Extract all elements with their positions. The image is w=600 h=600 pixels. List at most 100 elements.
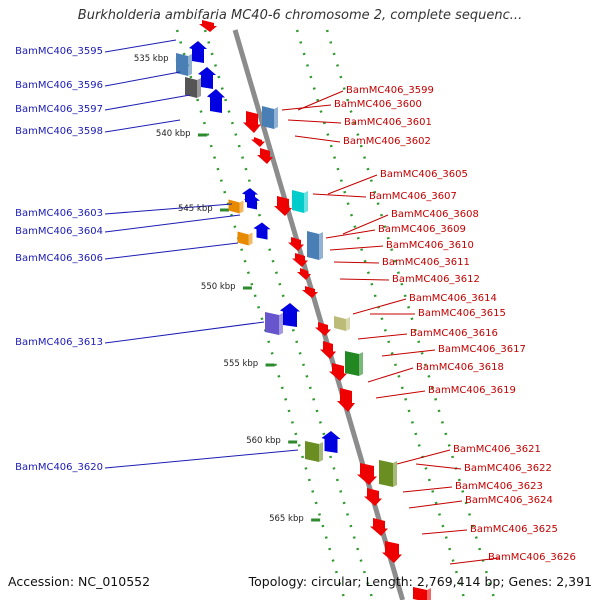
kbp-label: 560 kbp bbox=[246, 436, 281, 446]
gene-label-right[interactable]: BamMC406_3617 bbox=[438, 344, 526, 355]
gene-glyph-right bbox=[379, 460, 397, 487]
gene-label-right[interactable]: BamMC406_3615 bbox=[418, 308, 506, 319]
gene-label-left[interactable]: BamMC406_3613 bbox=[15, 337, 103, 348]
leader-line-left bbox=[104, 242, 239, 260]
gene-label-right[interactable]: BamMC406_3607 bbox=[369, 191, 457, 202]
gene-label-left[interactable]: BamMC406_3603 bbox=[15, 208, 103, 219]
gene-glyph-left bbox=[228, 199, 244, 214]
gene-label-right[interactable]: BamMC406_3622 bbox=[464, 463, 552, 474]
gene-glyph-left bbox=[176, 53, 192, 76]
gene-glyph-right bbox=[370, 518, 388, 536]
gene-label-left[interactable]: BamMC406_3597 bbox=[15, 104, 103, 115]
kbp-label: 555 kbp bbox=[223, 359, 259, 369]
leader-line-left bbox=[104, 39, 177, 53]
gene-glyph-right bbox=[257, 148, 273, 164]
gene-label-right[interactable]: BamMC406_3625 bbox=[470, 524, 558, 535]
leader-line-right bbox=[415, 463, 462, 470]
gene-glyph-right bbox=[329, 363, 347, 381]
leader-line-left bbox=[104, 71, 181, 87]
gene-glyph-right bbox=[315, 322, 331, 336]
gene-glyph-left bbox=[321, 431, 341, 453]
gene-label-right[interactable]: BamMC406_3599 bbox=[346, 85, 434, 96]
leader-line-right bbox=[375, 390, 426, 399]
gene-label-right[interactable]: BamMC406_3600 bbox=[334, 99, 422, 110]
gene-glyph-right bbox=[262, 106, 278, 129]
leader-line-left bbox=[104, 449, 299, 469]
gene-label-left[interactable]: BamMC406_3595 bbox=[15, 46, 103, 57]
gene-glyph-right bbox=[320, 341, 336, 359]
leader-line-right bbox=[325, 229, 376, 239]
gene-label-left[interactable]: BamMC406_3620 bbox=[15, 462, 103, 473]
gene-glyph-left bbox=[185, 77, 201, 98]
gene-label-right[interactable]: BamMC406_3608 bbox=[391, 209, 479, 220]
gene-glyph-right bbox=[364, 488, 382, 506]
gene-glyph-left bbox=[305, 441, 323, 462]
gene-label-right[interactable]: BamMC406_3605 bbox=[380, 169, 468, 180]
leader-line-right bbox=[339, 278, 390, 281]
gene-glyph-right bbox=[251, 137, 265, 147]
gene-glyph-left bbox=[265, 312, 283, 335]
leader-line-right bbox=[357, 333, 408, 340]
gene-label-right[interactable]: BamMC406_3626 bbox=[488, 552, 576, 563]
gene-label-right[interactable]: BamMC406_3612 bbox=[392, 274, 480, 285]
leader-line-right bbox=[329, 245, 384, 251]
kbp-label: 565 kbp bbox=[269, 514, 304, 524]
leader-line-right bbox=[297, 90, 344, 111]
gene-label-right[interactable]: BamMC406_3601 bbox=[344, 117, 432, 128]
gene-glyph-right bbox=[288, 237, 304, 251]
topology-summary: Topology: circular; Length: 2,769,414 bp… bbox=[248, 574, 592, 589]
gene-label-right[interactable]: BamMC406_3610 bbox=[386, 240, 474, 251]
gene-glyph-right bbox=[345, 351, 363, 376]
gene-label-right[interactable]: BamMC406_3624 bbox=[465, 495, 553, 506]
leader-line-left bbox=[104, 203, 233, 215]
gene-label-left[interactable]: BamMC406_3606 bbox=[15, 253, 103, 264]
gene-label-left[interactable]: BamMC406_3596 bbox=[15, 80, 103, 91]
kbp-label: 545 kbp bbox=[177, 204, 213, 214]
gene-glyph-left bbox=[253, 222, 271, 240]
leader-line-right bbox=[312, 193, 367, 198]
gene-label-right[interactable]: BamMC406_3623 bbox=[455, 481, 543, 492]
gene-glyph-right bbox=[302, 286, 318, 298]
gene-label-right[interactable]: BamMC406_3614 bbox=[409, 293, 497, 304]
gene-label-right[interactable]: BamMC406_3618 bbox=[416, 362, 504, 373]
gene-glyph-right bbox=[337, 388, 355, 412]
gene-glyph-top bbox=[199, 20, 217, 32]
gene-glyph-left bbox=[237, 231, 253, 246]
gene-glyph-right bbox=[292, 190, 308, 213]
gene-glyph-left bbox=[207, 89, 225, 113]
leader-line-left bbox=[104, 214, 241, 233]
gene-glyph-right bbox=[413, 587, 431, 600]
leader-line-right bbox=[396, 449, 451, 465]
gene-label-right[interactable]: BamMC406_3616 bbox=[410, 328, 498, 339]
leader-line-right bbox=[381, 349, 436, 357]
gene-label-left[interactable]: BamMC406_3598 bbox=[15, 126, 103, 137]
leader-line-left bbox=[104, 94, 191, 111]
leader-line-right bbox=[327, 174, 378, 195]
gene-glyph-right bbox=[307, 231, 323, 260]
gene-label-right[interactable]: BamMC406_3619 bbox=[428, 385, 516, 396]
leader-line-right bbox=[367, 367, 414, 383]
gene-label-left[interactable]: BamMC406_3604 bbox=[15, 226, 103, 237]
gene-glyph-left bbox=[280, 303, 300, 327]
leader-line-right bbox=[408, 500, 463, 509]
leader-line-right bbox=[352, 298, 407, 315]
leader-line-right bbox=[402, 486, 453, 493]
gene-label-right[interactable]: BamMC406_3609 bbox=[378, 224, 466, 235]
gene-glyph-right bbox=[274, 196, 292, 216]
leader-line-right bbox=[421, 529, 468, 535]
leader-line-right bbox=[287, 119, 342, 124]
leader-line-right bbox=[333, 261, 380, 264]
leader-line-right bbox=[294, 135, 341, 143]
gene-label-right[interactable]: BamMC406_3621 bbox=[453, 444, 541, 455]
leader-line-left bbox=[104, 321, 265, 344]
gene-glyph-right bbox=[382, 541, 402, 563]
kbp-label: 535 kbp bbox=[133, 54, 169, 64]
gene-label-right[interactable]: BamMC406_3602 bbox=[343, 136, 431, 147]
kbp-label: 550 kbp bbox=[200, 282, 236, 292]
gene-label-right[interactable]: BamMC406_3611 bbox=[382, 257, 470, 268]
kbp-label: 540 kbp bbox=[155, 129, 191, 139]
gene-glyph-right bbox=[357, 463, 377, 485]
gene-glyph-left bbox=[198, 67, 216, 89]
